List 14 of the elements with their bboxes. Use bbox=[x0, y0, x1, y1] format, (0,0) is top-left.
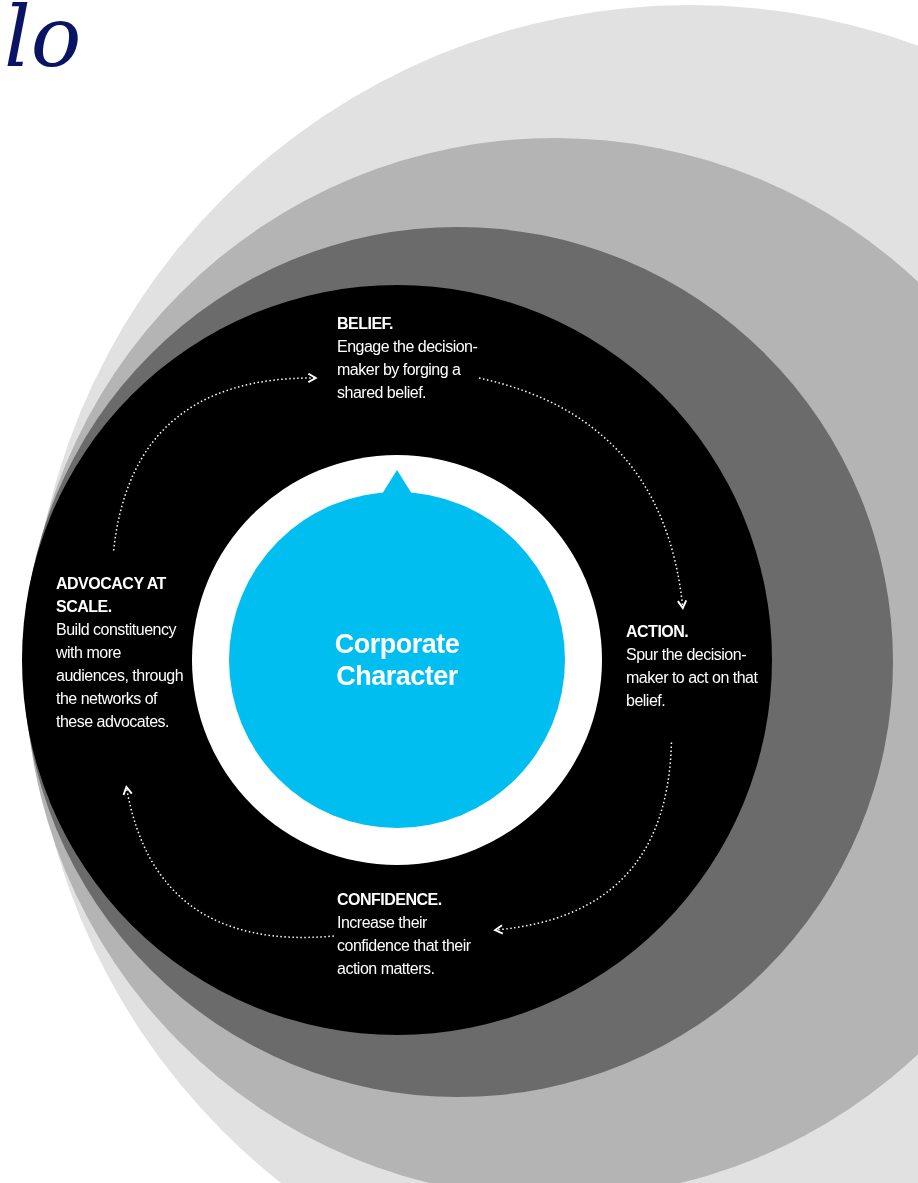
stage-heading: BELIEF. bbox=[337, 314, 395, 334]
stage-heading: ADVOCACY AT SCALE. bbox=[56, 574, 167, 617]
stage-description: Build constituency with more audiences, through the networks of these advocates. bbox=[56, 620, 184, 732]
stage-description: Increase their confidence that their action matters. bbox=[337, 913, 472, 979]
stage-description: Spur the decision-maker to act on that belief. bbox=[626, 645, 759, 711]
dotted-arrow bbox=[478, 377, 687, 609]
dotted-arrow bbox=[494, 741, 673, 935]
stage-heading: ACTION. bbox=[626, 622, 690, 642]
center-title: Corporate Character bbox=[333, 628, 461, 692]
heading-fragment: lo bbox=[4, 0, 82, 82]
stage-description: Engage the decision-maker by forging a shared belief. bbox=[337, 337, 479, 403]
stage-heading: CONFIDENCE. bbox=[337, 890, 443, 910]
dotted-arrow bbox=[112, 373, 317, 552]
dotted-arrow bbox=[122, 786, 335, 939]
